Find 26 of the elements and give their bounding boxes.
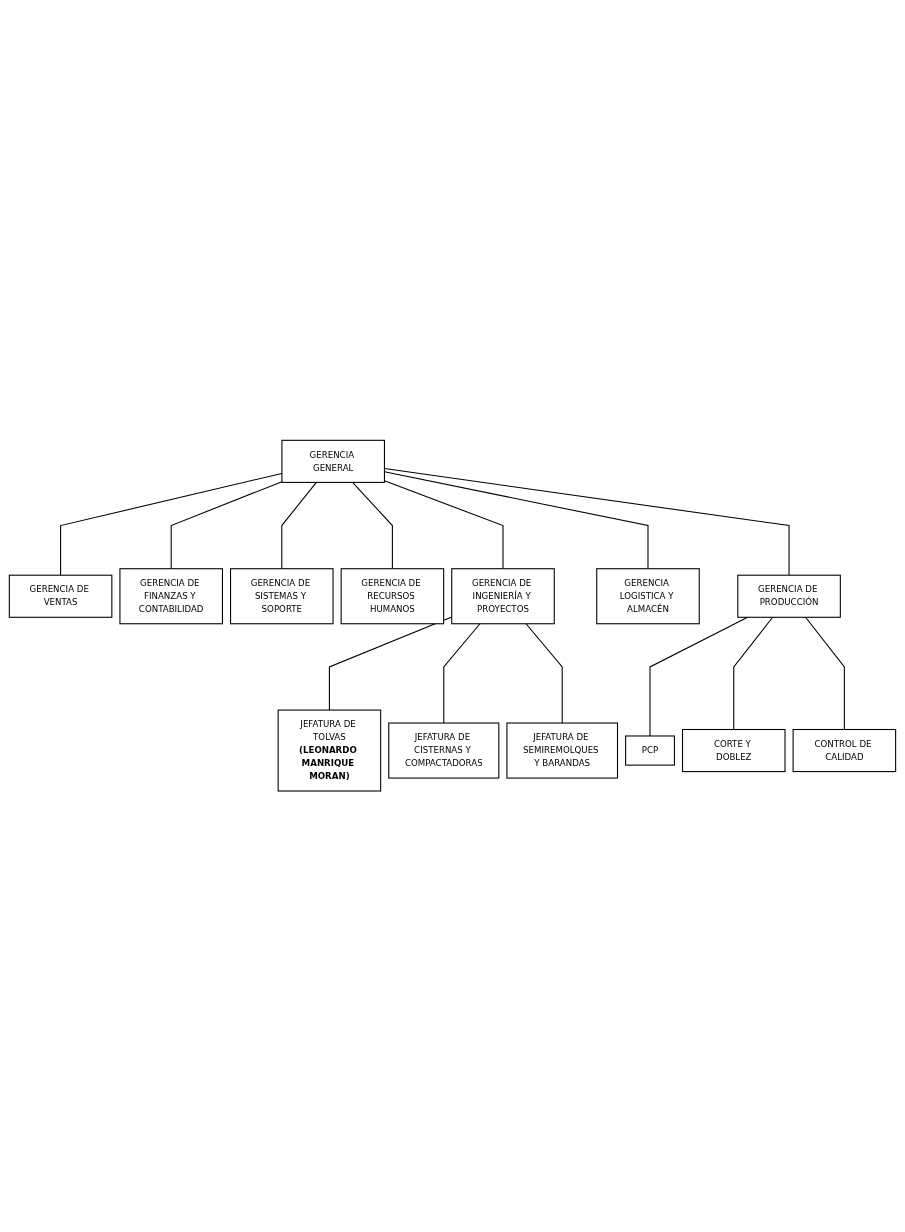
node-box: CORTE Y DOBLEZ — [682, 729, 786, 773]
connector — [383, 480, 504, 570]
node-box: GERENCIA DE SISTEMAS Y SOPORTE — [230, 568, 334, 625]
connector — [281, 482, 317, 570]
connector — [383, 471, 649, 570]
node-box: GERENCIA DE RECURSOS HUMANOS — [340, 568, 445, 625]
node-box: JEFATURA DE SEMIREMOLQUES Y BARANDAS — [506, 722, 619, 779]
node-box: JEFATURA DE CISTERNAS Y COMPACTADORAS — [388, 722, 500, 779]
connector — [733, 617, 774, 731]
connector — [383, 468, 790, 577]
node-box: GERENCIA DE INGENIERÍA Y PROYECTOS — [451, 568, 555, 625]
connector — [805, 617, 845, 731]
connector — [170, 481, 283, 570]
node-box: GERENCIA DE VENTAS — [8, 575, 113, 619]
node-box: GERENCIA LOGISTICA Y ALMACÉN — [596, 568, 700, 625]
node-box: JEFATURA DE TOLVAS (LEONARDO MANRIQUE MORAN) — [277, 709, 382, 792]
node-box: PCP — [625, 735, 675, 766]
connector — [60, 473, 283, 577]
node-box: GERENCIA GENERAL — [281, 440, 385, 484]
connector — [649, 617, 749, 737]
connector — [352, 482, 393, 570]
connector — [525, 623, 563, 724]
node-box: GERENCIA DE FINANZAS Y CONTABILIDAD — [119, 568, 223, 625]
node-box: CONTROL DE CALIDAD — [792, 729, 897, 773]
connector — [443, 623, 481, 724]
node-box: GERENCIA DE PRODUCCIÓN — [737, 575, 841, 619]
